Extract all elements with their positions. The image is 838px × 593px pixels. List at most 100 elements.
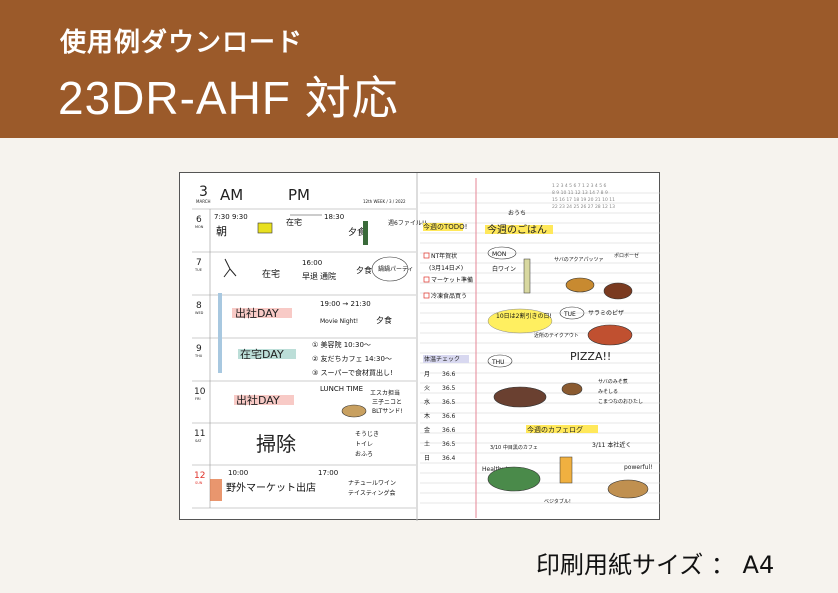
svg-text:朝: 朝 [216, 225, 227, 238]
svg-text:36.5: 36.5 [442, 385, 456, 392]
svg-text:体温チェック: 体温チェック [424, 355, 460, 363]
svg-text:36.5: 36.5 [442, 441, 456, 448]
day-num: 12 [194, 471, 205, 481]
svg-text:おうち: おうち [508, 210, 526, 217]
svg-text:土: 土 [424, 440, 430, 448]
svg-text:BLTサンド!: BLTサンド! [372, 408, 403, 415]
svg-text:マーケット準備: マーケット準備 [431, 276, 473, 284]
pm-label: PM [288, 186, 310, 204]
svg-text:② 友だちカフェ 14:30〜: ② 友だちカフェ 14:30〜 [312, 354, 392, 363]
svg-text:19:00 → 21:30: 19:00 → 21:30 [320, 300, 371, 308]
svg-text:在宅: 在宅 [262, 268, 280, 280]
svg-text:鍋鍋パーティ: 鍋鍋パーティ [378, 265, 414, 273]
svg-text:月: 月 [424, 371, 430, 378]
svg-text:みそしる: みそしる [598, 388, 618, 395]
svg-text:1 2 3 4 5 6 7 1 2 3 4 5 6: 1 2 3 4 5 6 7 1 2 3 4 5 6 [552, 183, 607, 189]
svg-text:THU: THU [491, 359, 505, 366]
svg-text:木: 木 [424, 412, 430, 420]
svg-text:18:30: 18:30 [324, 213, 344, 221]
download-subtitle: 使用例ダウンロード [60, 28, 304, 58]
day-num: 6 [196, 215, 202, 225]
svg-text:36.6: 36.6 [442, 427, 456, 434]
day-dow: SUN [195, 481, 203, 485]
svg-text:三子ニコと: 三子ニコと [372, 399, 402, 406]
svg-text:今週のごはん: 今週のごはん [487, 223, 547, 236]
svg-text:15 16 17 18 19 20 21 10 11: 15 16 17 18 19 20 21 10 11 [552, 197, 615, 203]
svg-text:16:00: 16:00 [302, 259, 322, 267]
svg-text:③ スーパーで食材買出し!: ③ スーパーで食材買出し! [312, 368, 393, 377]
svg-text:早退: 早退 [302, 272, 318, 281]
svg-text:LUNCH TIME: LUNCH TIME [320, 385, 363, 393]
svg-text:金: 金 [424, 426, 430, 434]
svg-text:今週のTODO!: 今週のTODO! [423, 222, 468, 231]
svg-text:3/10 中目黒のカフェ: 3/10 中目黒のカフェ [490, 444, 538, 451]
svg-text:ナチュールワイン: ナチュールワイン [348, 480, 396, 487]
svg-text:17:00: 17:00 [318, 469, 338, 477]
svg-text:Healthy!: Healthy! [482, 466, 508, 473]
svg-text:MON: MON [492, 251, 506, 258]
day-num: 7 [196, 258, 202, 268]
svg-text:週6ファイル!!: 週6ファイル!! [388, 219, 427, 227]
svg-text:夕食: 夕食 [376, 315, 392, 325]
svg-text:掃除: 掃除 [256, 432, 296, 456]
diary-illustration: 1 2 3 4 5 6 7 1 2 3 4 5 6 8 9 10 11 12 1… [192, 173, 660, 521]
am-label: AM [220, 186, 243, 204]
month-number: 3 [199, 184, 208, 200]
svg-text:おふろ: おふろ [355, 451, 373, 458]
svg-text:① 美容院 10:30〜: ① 美容院 10:30〜 [312, 340, 371, 349]
svg-text:36.5: 36.5 [442, 399, 456, 406]
svg-text:夕食: 夕食 [348, 226, 366, 238]
svg-text:こまつなのおひたし: こまつなのおひたし [598, 398, 643, 405]
diary-sample-image[interactable]: 1 2 3 4 5 6 7 1 2 3 4 5 6 8 9 10 11 12 1… [179, 172, 660, 521]
day-dow: TUE [194, 268, 202, 272]
svg-text:冷凍食品買う: 冷凍食品買う [431, 292, 467, 300]
svg-text:そうじき: そうじき [355, 431, 379, 438]
svg-text:ポロボーゼ: ポロボーゼ [614, 252, 639, 259]
svg-text:エスカ担当: エスカ担当 [370, 389, 400, 397]
svg-text:通院: 通院 [320, 271, 336, 281]
svg-text:ベジタブル!: ベジタブル! [544, 498, 571, 505]
svg-text:7:30 9:30: 7:30 9:30 [214, 213, 248, 221]
day-dow: THU [194, 354, 203, 358]
svg-text:日: 日 [424, 455, 430, 462]
day-dow: SAT [195, 439, 202, 443]
svg-text:PIZZA!!: PIZZA!! [570, 350, 611, 363]
svg-text:サラミのピザ: サラミのピザ [588, 310, 624, 317]
svg-text:在宅DAY: 在宅DAY [240, 347, 284, 361]
svg-text:サバのみそ煮: サバのみそ煮 [598, 378, 628, 385]
svg-text:近所のテイクアウト: 近所のテイクアウト [534, 332, 579, 339]
week-label: 12th WEEK / 3 / 2022 [363, 199, 406, 204]
svg-text:powerful!: powerful! [624, 464, 653, 471]
svg-text:8 9 10 11 12 13 14 7 8 9: 8 9 10 11 12 13 14 7 8 9 [552, 190, 608, 196]
svg-text:テイスティング会: テイスティング会 [348, 489, 395, 497]
svg-text:在宅: 在宅 [286, 217, 302, 227]
svg-text:火: 火 [424, 385, 430, 392]
svg-text:36.6: 36.6 [442, 413, 456, 420]
svg-text:NT年賀状: NT年賀状 [431, 252, 457, 260]
svg-text:野外マーケット出店: 野外マーケット出店 [226, 481, 316, 494]
svg-text:水: 水 [424, 398, 430, 406]
svg-text:36.6: 36.6 [442, 371, 456, 378]
svg-text:3/11 本社近く: 3/11 本社近く [592, 441, 631, 449]
day-num: 8 [196, 301, 202, 311]
svg-text:10日は2割引きの日!: 10日は2割引きの日! [496, 312, 552, 320]
svg-text:(3月14日〆): (3月14日〆) [429, 265, 463, 272]
day-dow: FRI [195, 397, 200, 401]
svg-text:今週のカフェログ: 今週のカフェログ [527, 425, 583, 434]
day-num: 10 [194, 387, 206, 397]
svg-text:白ワイン: 白ワイン [492, 265, 516, 273]
banner: 使用例ダウンロード 23DR-AHF 対応 [0, 0, 838, 138]
svg-text:出社DAY: 出社DAY [236, 393, 280, 407]
paper-size-label: 印刷用紙サイズ ： A4 [536, 551, 775, 579]
day-dow: WED [195, 311, 204, 315]
svg-text:10:00: 10:00 [228, 469, 248, 477]
svg-text:サバのアクアパッツァ: サバのアクアパッツァ [554, 257, 603, 263]
svg-text:トイレ: トイレ [355, 441, 373, 448]
month-name: MARCH [196, 199, 211, 204]
svg-text:夕食: 夕食 [356, 265, 372, 275]
svg-text:22 23 24 25 26 27 28 12 13: 22 23 24 25 26 27 28 12 13 [552, 204, 615, 210]
svg-text:出社DAY: 出社DAY [235, 306, 279, 320]
day-num: 11 [194, 429, 205, 439]
day-dow: MON [195, 225, 204, 229]
day-num: 9 [196, 344, 202, 354]
